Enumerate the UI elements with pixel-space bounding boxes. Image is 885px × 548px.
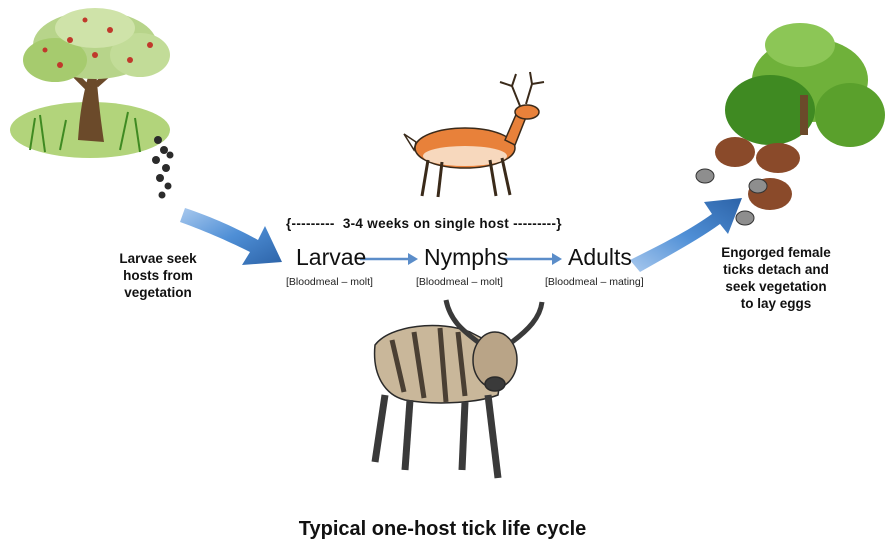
tick-icon	[695, 168, 768, 226]
stage-arrow-2-icon	[504, 253, 562, 265]
stage-nymphs-note: [Bloodmeal – molt]	[416, 276, 503, 288]
stage-arrow-1-icon	[360, 253, 418, 265]
duration-label: {--------- 3-4 weeks on single host ----…	[286, 216, 562, 231]
stage-adults: Adults	[568, 244, 632, 270]
stage-larvae-note: [Bloodmeal – molt]	[286, 276, 373, 288]
stage-nymphs: Nymphs	[424, 244, 509, 270]
stage-adults-note: [Bloodmeal – mating]	[545, 276, 644, 288]
arrow-to-vegetation-icon	[630, 198, 742, 272]
tree-icon	[10, 8, 174, 199]
right-caption: Engorged female ticks detach and seek ve…	[721, 245, 831, 311]
cow-icon	[371, 299, 545, 479]
arrow-to-host-icon	[180, 208, 282, 265]
diagram-title: Typical one-host tick life cycle	[298, 518, 587, 540]
deer-icon	[403, 71, 545, 198]
left-caption: Larvae seek hosts from vegetation	[119, 251, 197, 300]
stage-larvae: Larvae	[296, 244, 367, 270]
bush-icon	[715, 23, 885, 210]
